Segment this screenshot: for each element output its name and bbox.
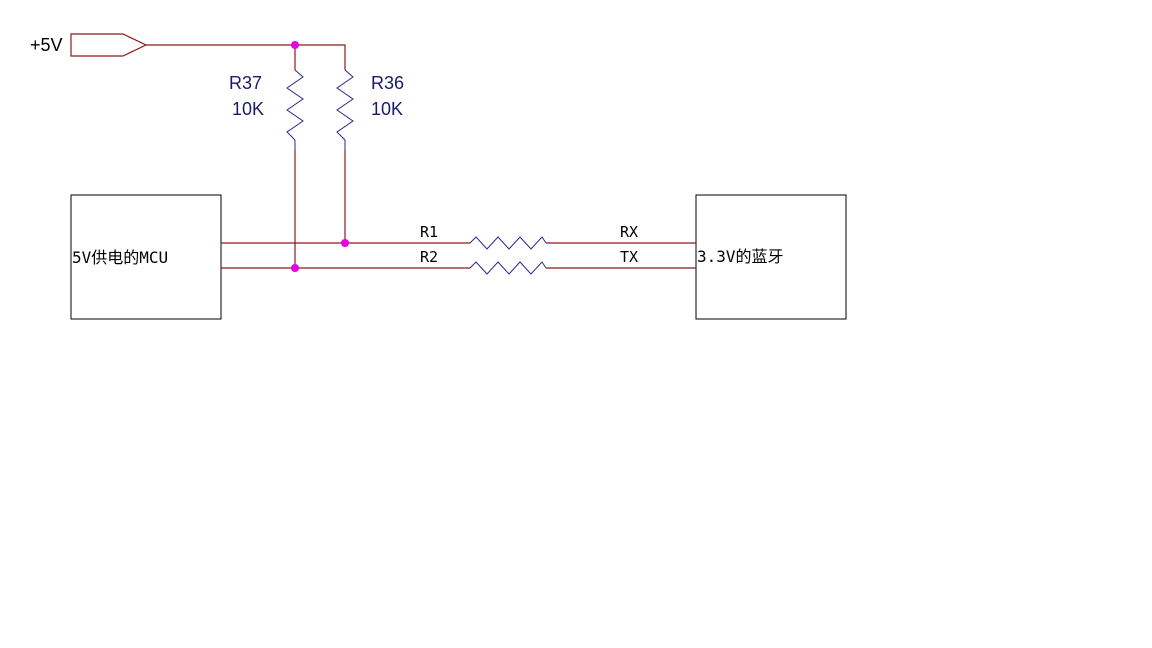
tx-label: TX bbox=[620, 248, 638, 266]
resistor-r36 bbox=[336, 69, 354, 141]
mcu-block bbox=[70, 194, 222, 320]
mcu-label: 5V供电的MCU bbox=[72, 248, 168, 267]
rx-label: RX bbox=[620, 223, 638, 241]
bluetooth-block bbox=[695, 194, 847, 320]
r36-ref: R36 bbox=[371, 73, 404, 93]
r2-ref: R2 bbox=[420, 248, 438, 266]
r37-ref: R37 bbox=[229, 73, 262, 93]
junction-rx bbox=[341, 239, 349, 247]
r37-value: 10K bbox=[232, 99, 264, 119]
power-label: +5V bbox=[30, 35, 63, 55]
r36-value: 10K bbox=[371, 99, 403, 119]
resistor-r2 bbox=[469, 261, 547, 275]
bluetooth-label: 3.3V的蓝牙 bbox=[697, 247, 784, 266]
r1-ref: R1 bbox=[420, 223, 438, 241]
vcc-rail bbox=[146, 44, 346, 70]
junction-tx bbox=[291, 264, 299, 272]
resistor-r37 bbox=[286, 69, 304, 141]
power-flag-5v bbox=[70, 33, 148, 57]
resistor-r1 bbox=[469, 236, 547, 250]
junction-vcc-r37 bbox=[291, 41, 299, 49]
